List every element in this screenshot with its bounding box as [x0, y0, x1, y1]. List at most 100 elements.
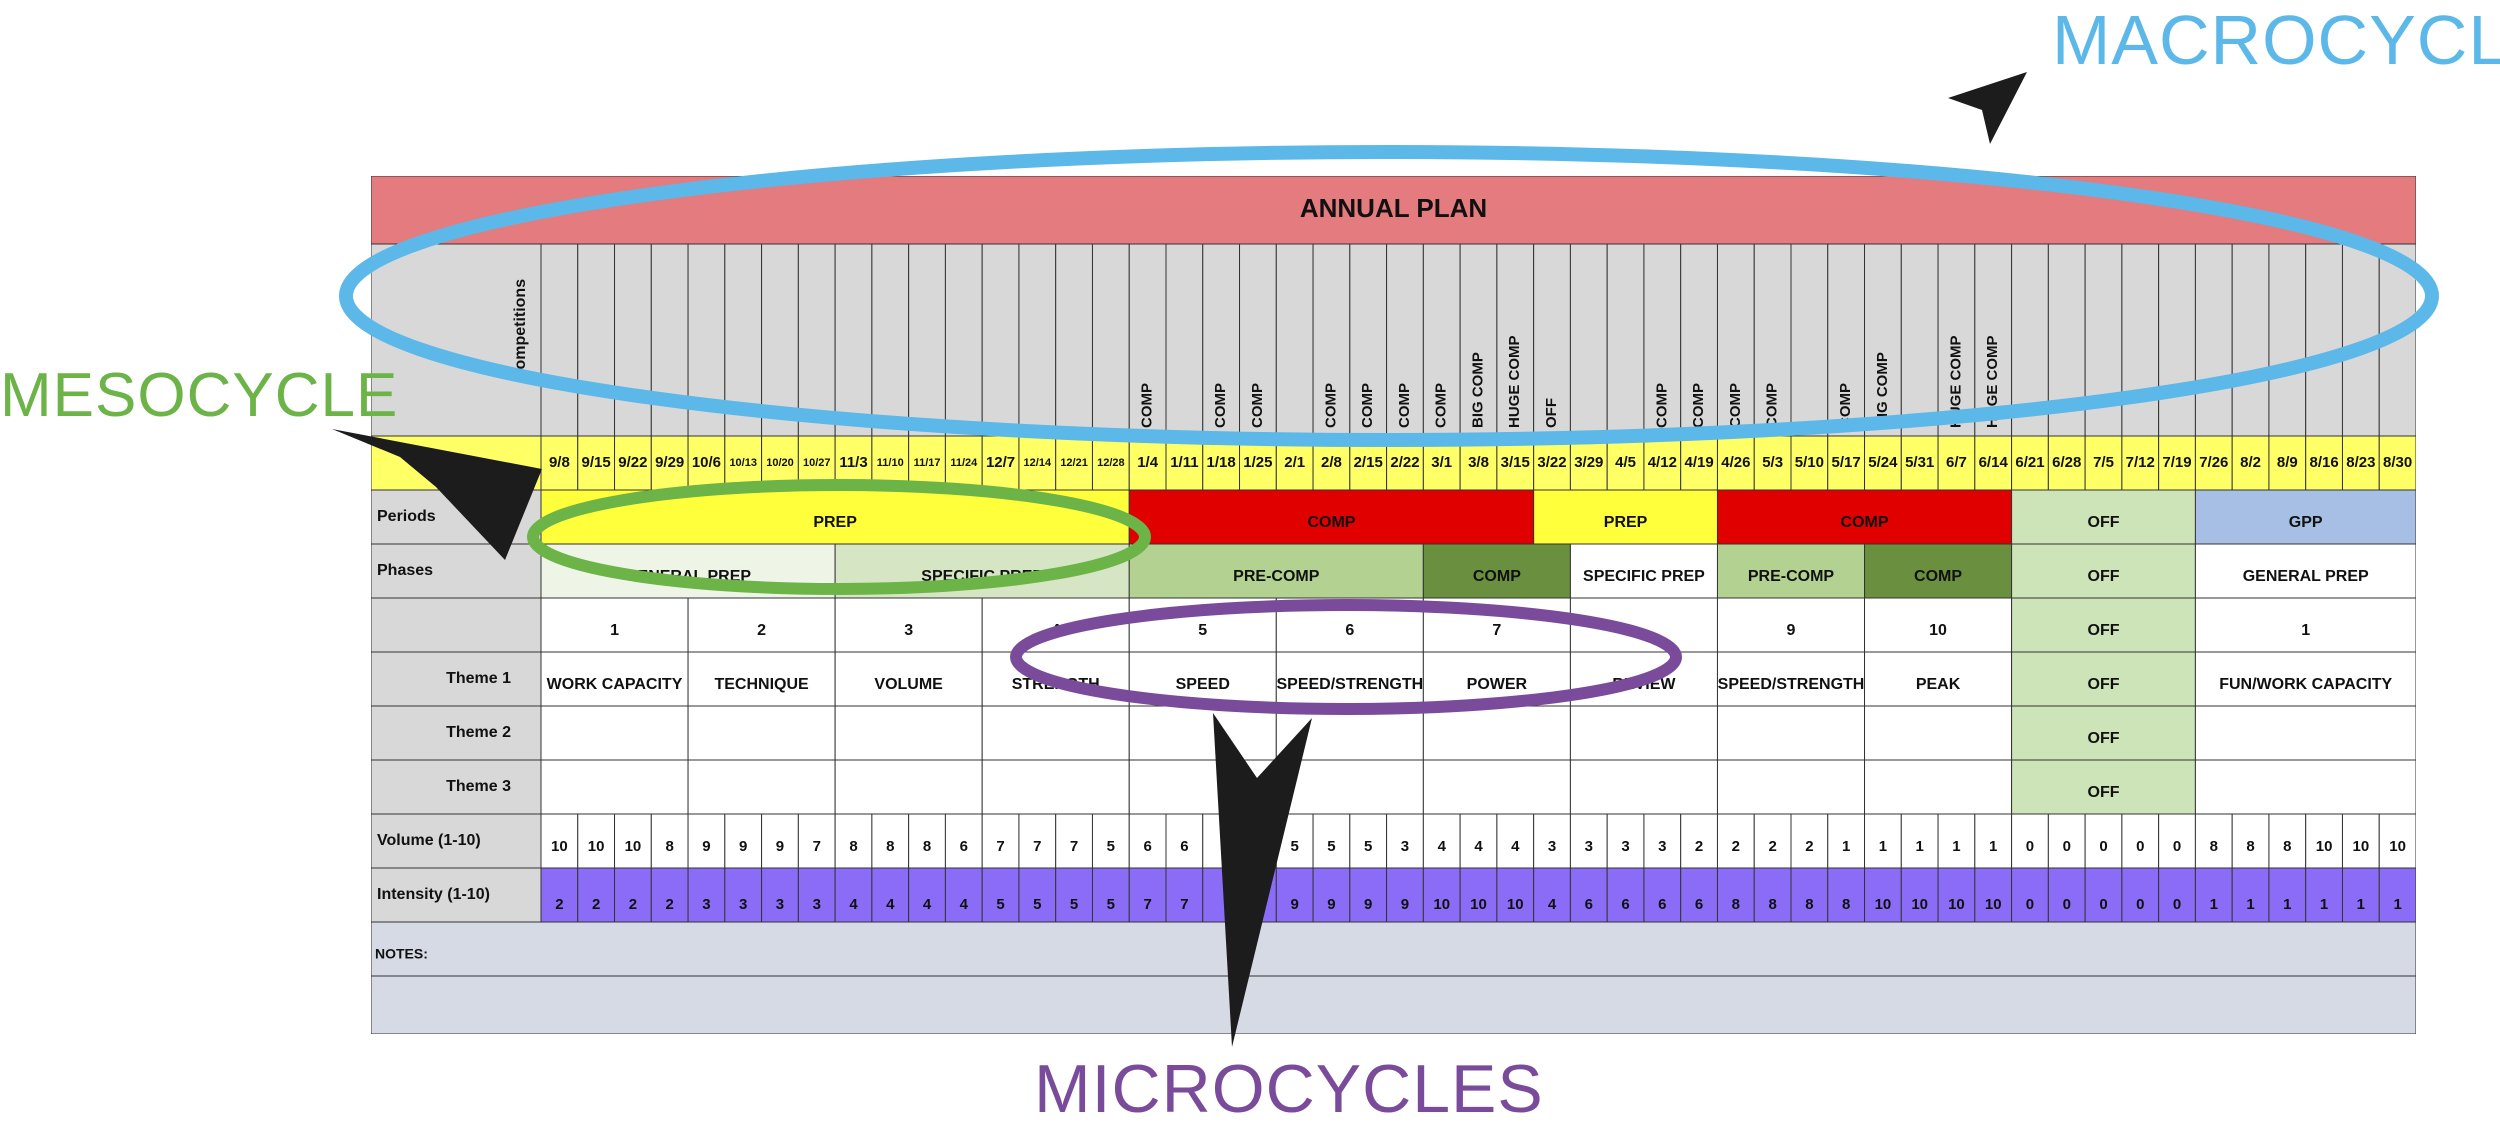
theme1-cell [2194, 651, 2416, 707]
intensity-value: 4 [1548, 896, 1557, 913]
theme2-cell [1716, 705, 1866, 761]
row-label-cell [371, 597, 542, 653]
date-label: 12/21 [1060, 457, 1088, 469]
phase-cell [1422, 543, 1571, 599]
intensity-cell [1606, 867, 1645, 923]
volume-cell [1202, 813, 1241, 869]
competition-cell [1091, 243, 1130, 437]
macrocycle-label: MACROCYCLE [2052, 1, 2500, 79]
volume-value: 7 [1033, 838, 1041, 855]
volume-cell [650, 813, 689, 869]
date-label: 2/1 [1284, 454, 1305, 471]
theme3-cell [1275, 759, 1424, 815]
volume-cell [1055, 813, 1093, 869]
theme2-cell [1569, 705, 1718, 761]
competition-label: COMP [1139, 383, 1156, 428]
theme2-label: OFF [2088, 730, 2120, 747]
volume-cell [871, 813, 910, 869]
volume-value: 0 [2099, 838, 2107, 855]
volume-cell [2231, 813, 2270, 869]
date-label: 8/9 [2277, 454, 2298, 471]
volume-value: 4 [1511, 838, 1520, 855]
date-label: 11/3 [839, 454, 867, 471]
notes-row [371, 921, 2416, 977]
theme1-label: SPEED [1176, 676, 1230, 693]
volume-value: 1 [1952, 838, 1960, 855]
row-label: Theme 2 [446, 724, 511, 741]
period-label: PREP [813, 514, 857, 531]
competition-cell [1900, 243, 1939, 437]
phase-label: SPECIFIC PREP [921, 568, 1043, 585]
date-label: 2/22 [1390, 454, 1419, 471]
date-label: 5/24 [1868, 454, 1898, 471]
intensity-value: 6 [1695, 896, 1703, 913]
intensity-value: 8 [1805, 896, 1813, 913]
theme1-cell [2011, 651, 2196, 707]
period-cell [1533, 489, 1718, 545]
intensity-value: 3 [702, 896, 710, 913]
theme1-cell [1716, 651, 1866, 707]
date-label: 5/31 [1905, 454, 1934, 471]
intensity-cell [981, 867, 1020, 923]
intensity-cell [2378, 867, 2416, 923]
intensity-value: 8 [1732, 896, 1740, 913]
intensity-value: 10 [1507, 896, 1524, 913]
microcycle-number-label: 1 [610, 622, 619, 639]
theme3-cell [2011, 759, 2196, 815]
competition-label: HUGE COMP [1984, 335, 2001, 428]
intensity-value: 1 [2246, 896, 2254, 913]
date-label: 9/8 [549, 454, 570, 471]
competition-label: COMP [1249, 383, 1266, 428]
intensity-cell [871, 867, 910, 923]
intensity-value: 7 [1143, 896, 1151, 913]
competition-cell [2158, 243, 2196, 437]
volume-value: 8 [2246, 838, 2254, 855]
intensity-value: 9 [1327, 896, 1335, 913]
competition-cell [2231, 243, 2270, 437]
intensity-cell [944, 867, 983, 923]
volume-cell [981, 813, 1020, 869]
intensity-value: 8 [1768, 896, 1776, 913]
intensity-value: 2 [629, 896, 637, 913]
period-cell [2194, 489, 2416, 545]
date-label: 11/24 [950, 457, 978, 469]
intensity-cell [1422, 867, 1461, 923]
competition-cell [614, 243, 652, 437]
competition-cell [1569, 243, 1608, 437]
competition-cell [577, 243, 616, 437]
theme1-label: STRENGTH [1012, 676, 1100, 693]
date-label: 3/29 [1574, 454, 1603, 471]
date-label: 7/19 [2162, 454, 2191, 471]
volume-cell [1496, 813, 1535, 869]
date-label: 1/25 [1243, 454, 1272, 471]
volume-cell [1716, 813, 1755, 869]
date-label: 6/21 [2015, 454, 2044, 471]
date-label: 10/13 [729, 457, 757, 469]
competition-cell [2341, 243, 2380, 437]
volume-cell [2268, 813, 2307, 869]
date-label: 8/2 [2240, 454, 2261, 471]
date-label: 6/7 [1946, 454, 1967, 471]
date-label: 4/12 [1648, 454, 1677, 471]
intensity-value: 0 [2026, 896, 2034, 913]
intensity-value: 0 [2173, 896, 2181, 913]
competition-cell [1790, 243, 1829, 437]
date-label: 10/20 [766, 457, 794, 469]
volume-value: 10 [625, 838, 642, 855]
volume-value: 8 [849, 838, 857, 855]
intensity-value: 2 [592, 896, 600, 913]
intensity-value: 9 [1291, 896, 1299, 913]
competition-cell [761, 243, 799, 437]
microcycle-number-label: 5 [1198, 622, 1207, 639]
plan-title: ANNUAL PLAN [1300, 193, 1487, 223]
volume-cell [1937, 813, 1976, 869]
theme2-cell [1422, 705, 1571, 761]
theme3-cell [1422, 759, 1571, 815]
competition-label: HUGE COMP [1947, 335, 1964, 428]
row-label: Theme 3 [446, 778, 511, 795]
theme3-cell [1716, 759, 1866, 815]
intensity-value: 6 [1585, 896, 1593, 913]
competition-cell [981, 243, 1020, 437]
volume-cell [761, 813, 799, 869]
intensity-value: 3 [739, 896, 747, 913]
